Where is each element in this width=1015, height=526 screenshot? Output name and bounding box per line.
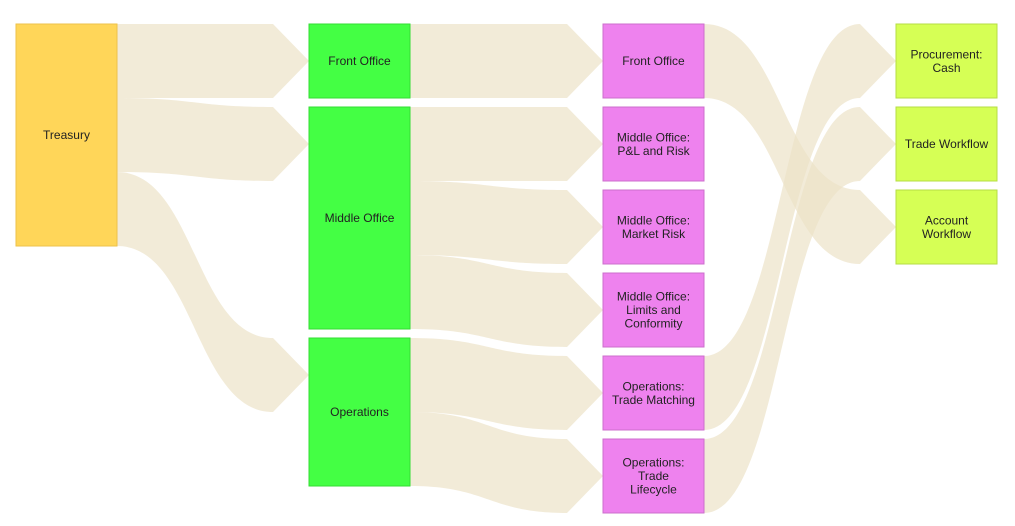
- node-mo-limits-label-line: Conformity: [624, 317, 682, 331]
- node-operations: Operations: [308, 337, 411, 487]
- flow-middle-office-to-mo-limits: [410, 255, 603, 347]
- node-account-workflow-box: [895, 189, 998, 265]
- node-ops-trade-lifecycle-label-line: Lifecycle: [630, 483, 677, 497]
- node-mo-pnl-risk: Middle Office:P&L and Risk: [602, 106, 705, 182]
- node-ops-trade-lifecycle-box: [602, 438, 705, 514]
- node-mo-limits-label-line: Middle Office:: [617, 290, 690, 304]
- node-operations-box: [308, 337, 411, 487]
- node-trade-workflow-label: Trade Workflow: [905, 137, 989, 151]
- node-account-workflow-label-line: Account: [925, 213, 969, 227]
- flow-treasury-to-operations: [117, 172, 309, 412]
- flows-layer: [117, 24, 896, 513]
- node-mo-market-risk: Middle Office:Market Risk: [602, 189, 705, 265]
- node-treasury-box: [15, 23, 118, 247]
- flow-treasury-to-front-office: [117, 24, 309, 98]
- node-operations-label-line: Operations: [330, 405, 389, 419]
- flow-operations-to-ops-trade-matching: [410, 338, 603, 430]
- node-trade-workflow: Trade Workflow: [895, 106, 998, 182]
- node-account-workflow-label-line: Workflow: [922, 227, 971, 241]
- node-ops-trade-lifecycle-label-line: Trade: [638, 469, 669, 483]
- node-mo-market-risk-label-line: Middle Office:: [617, 213, 690, 227]
- node-mo-market-risk-box: [602, 189, 705, 265]
- node-mo-market-risk-label-line: Market Risk: [622, 227, 686, 241]
- flow-middle-office-to-mo-pnl-risk: [410, 107, 603, 181]
- node-treasury: Treasury: [15, 23, 118, 247]
- node-procurement-cash: Procurement:Cash: [895, 23, 998, 99]
- node-trade-workflow-label-line: Trade Workflow: [905, 137, 989, 151]
- node-treasury-label: Treasury: [43, 128, 90, 142]
- node-front-office: Front Office: [308, 23, 411, 99]
- node-ops-trade-matching-label: Operations:Trade Matching: [612, 379, 695, 407]
- node-mo-limits-label-line: Limits and: [626, 303, 681, 317]
- node-middle-office-box: [308, 106, 411, 330]
- node-ops-trade-matching-box: [602, 355, 705, 431]
- node-procurement-cash-label-line: Cash: [932, 61, 960, 75]
- node-operations-label: Operations: [330, 405, 389, 419]
- node-mo-limits-box: [602, 272, 705, 348]
- node-front-office-label-line: Front Office: [328, 54, 391, 68]
- node-ops-trade-matching-label-line: Trade Matching: [612, 393, 695, 407]
- node-treasury-label-line: Treasury: [43, 128, 90, 142]
- flow-ops-trade-lifecycle-to-trade-workflow: [704, 107, 896, 513]
- node-mo-pnl-risk-box: [602, 106, 705, 182]
- node-fo-front-office: Front Office: [602, 23, 705, 99]
- flow-front-office-to-fo-front-office: [410, 24, 603, 98]
- node-ops-trade-lifecycle-label-line: Operations:: [622, 456, 684, 470]
- node-procurement-cash-box: [895, 23, 998, 99]
- flow-treasury-to-middle-office: [117, 98, 309, 181]
- node-mo-market-risk-label: Middle Office:Market Risk: [617, 213, 690, 241]
- node-fo-front-office-label-line: Front Office: [622, 54, 685, 68]
- node-middle-office: Middle Office: [308, 106, 411, 330]
- node-front-office-box: [308, 23, 411, 99]
- node-fo-front-office-label: Front Office: [622, 54, 685, 68]
- node-trade-workflow-box: [895, 106, 998, 182]
- node-ops-trade-matching: Operations:Trade Matching: [602, 355, 705, 431]
- flow-operations-to-ops-trade-lifecycle: [410, 412, 603, 513]
- node-mo-pnl-risk-label: Middle Office:P&L and Risk: [617, 130, 691, 158]
- flow-middle-office-to-mo-market-risk: [410, 181, 603, 264]
- node-middle-office-label: Middle Office: [325, 211, 395, 225]
- node-procurement-cash-label-line: Procurement:: [910, 47, 982, 61]
- node-middle-office-label-line: Middle Office: [325, 211, 395, 225]
- node-ops-trade-matching-label-line: Operations:: [622, 379, 684, 393]
- node-mo-pnl-risk-label-line: Middle Office:: [617, 130, 690, 144]
- node-fo-front-office-box: [602, 23, 705, 99]
- node-procurement-cash-label: Procurement:Cash: [910, 47, 982, 75]
- node-mo-pnl-risk-label-line: P&L and Risk: [617, 144, 690, 158]
- node-front-office-label: Front Office: [328, 54, 391, 68]
- flow-ops-trade-matching-to-procurement-cash: [704, 24, 896, 430]
